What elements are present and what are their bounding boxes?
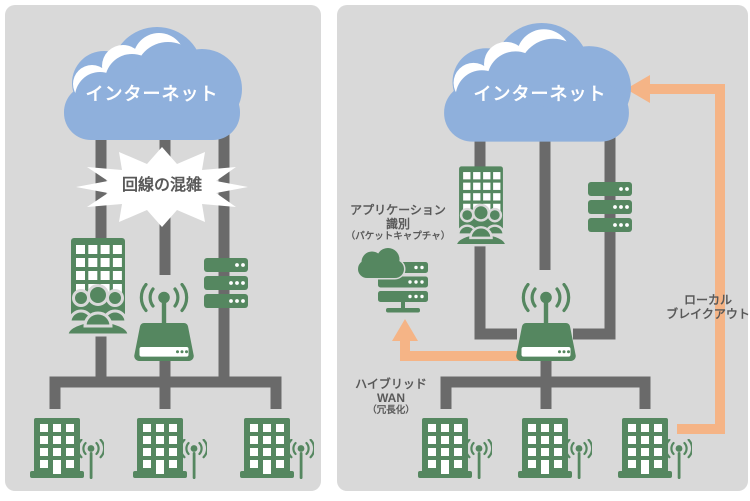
capture-arrow-line bbox=[400, 341, 522, 361]
local-breakout-label: ローカル ブレイクアウト bbox=[649, 293, 750, 321]
hybrid-wan-line2: WAN bbox=[377, 391, 405, 406]
hybrid-wan-line3: （冗長化） bbox=[367, 405, 415, 417]
server-stack-icon bbox=[588, 182, 632, 232]
app-identification-line2: 識別 bbox=[385, 217, 410, 232]
hybrid-wan-label: ハイブリッド WAN （冗長化） bbox=[337, 377, 445, 417]
local-breakout-line1: ローカル bbox=[683, 293, 732, 307]
before-panel: インターネット 回線の混雑 bbox=[5, 5, 321, 491]
app-identification-line1: アプリケーション bbox=[350, 203, 446, 217]
congestion-label: 回線の混雑 bbox=[121, 177, 202, 194]
server-stack-icon bbox=[204, 258, 248, 308]
after-panel: インターネット アプリケーション 識別 （パケットキャプチャ） ハイブリッド W… bbox=[337, 5, 750, 491]
hybrid-wan-line1: ハイブリッド bbox=[355, 377, 427, 391]
wifi-router-icon bbox=[132, 283, 196, 363]
lan-bus bbox=[49, 357, 282, 409]
internet-cloud-icon bbox=[64, 27, 242, 140]
before-diagram bbox=[30, 27, 314, 479]
branch-building-icon bbox=[30, 418, 84, 478]
sdwan-router-icon bbox=[514, 283, 578, 363]
branch-building-icon bbox=[618, 418, 672, 478]
local-breakout-arrow bbox=[626, 75, 725, 434]
internet-cloud-icon bbox=[444, 23, 631, 142]
internet-label: インターネット bbox=[85, 84, 219, 104]
app-identification-label: アプリケーション 識別 （パケットキャプチャ） bbox=[337, 203, 459, 243]
after-diagram bbox=[356, 23, 725, 479]
breakout-arrow-line bbox=[650, 84, 725, 434]
office-users-icon bbox=[455, 164, 507, 247]
capture-arrow bbox=[392, 319, 522, 361]
breakout-arrowhead bbox=[626, 75, 650, 103]
branch-building-icon bbox=[240, 418, 294, 478]
branch-building-icon bbox=[518, 418, 572, 478]
branch-building-icon bbox=[418, 418, 472, 478]
capture-arrowhead bbox=[392, 319, 418, 341]
congestion-burst-shape bbox=[76, 147, 248, 227]
local-breakout-line2: ブレイクアウト bbox=[666, 307, 750, 322]
office-users-icon bbox=[66, 238, 130, 337]
app-identification-line3: （パケットキャプチャ） bbox=[345, 231, 451, 243]
lan-bus bbox=[440, 355, 651, 409]
capture-cloud-icon bbox=[356, 246, 406, 280]
branch-building-icon bbox=[133, 418, 187, 478]
internet-label: インターネット bbox=[473, 84, 607, 104]
